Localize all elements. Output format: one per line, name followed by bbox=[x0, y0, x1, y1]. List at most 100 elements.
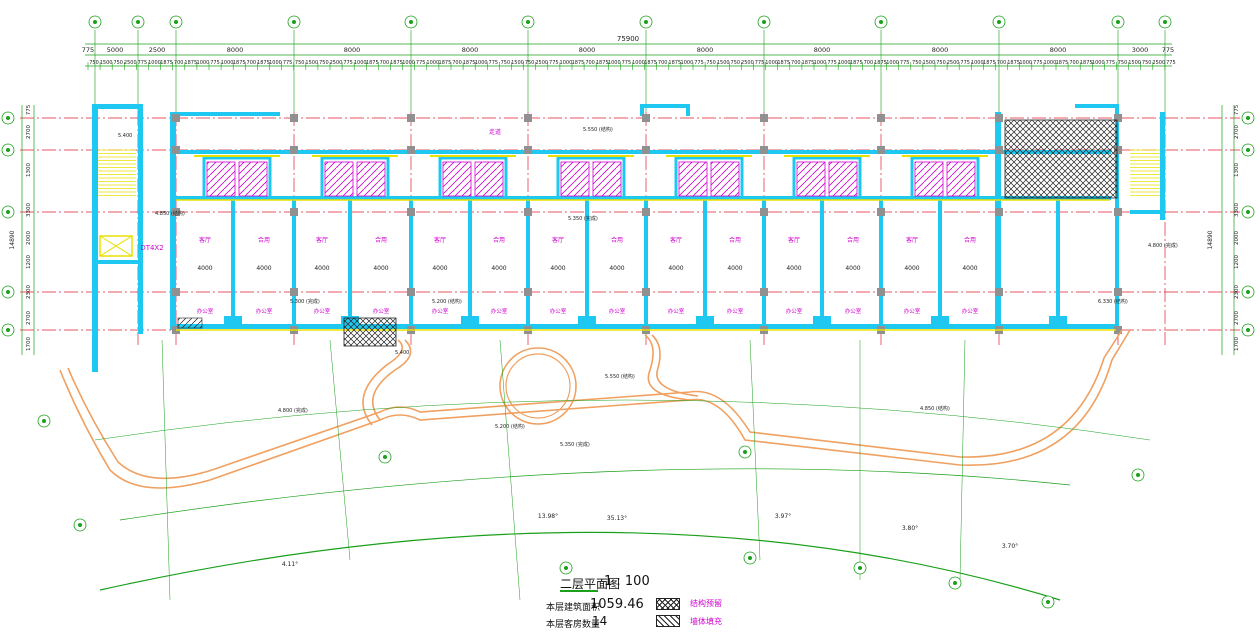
axis-bubble-dot bbox=[1246, 290, 1250, 294]
dim-sub: 700 bbox=[174, 60, 184, 66]
axis-bubble-dot bbox=[526, 20, 530, 24]
wall-top-notch bbox=[640, 104, 690, 108]
dim-sub: 750 bbox=[501, 60, 511, 66]
dim-sub: 750 bbox=[1118, 60, 1128, 66]
dim-segment: 8000 bbox=[227, 46, 244, 54]
hatch-swatch-diagonal bbox=[656, 615, 680, 627]
structural-column bbox=[995, 288, 1003, 296]
dim-sub: 700 bbox=[997, 60, 1007, 66]
wall-stair-mid bbox=[92, 260, 142, 264]
dim-side-value: 1200 bbox=[1234, 255, 1240, 269]
axis-bubble-dot bbox=[1163, 20, 1167, 24]
level-mark: 5.200 (结构) bbox=[432, 298, 462, 305]
level-mark: 5.350 (完成) bbox=[560, 441, 590, 448]
dim-side-value: 1700 bbox=[26, 337, 32, 351]
level-mark: 6.330 (结构) bbox=[1098, 298, 1128, 305]
arc-dim-label: 35.13° bbox=[607, 515, 627, 522]
dim-side-value: 2300 bbox=[26, 285, 32, 299]
dim-side-value: 3300 bbox=[1234, 203, 1240, 217]
curved-walkway bbox=[59, 329, 1131, 489]
bathroom-pod bbox=[194, 155, 280, 200]
dim-sub: 700 bbox=[247, 60, 257, 66]
pod-bath-left bbox=[914, 161, 944, 197]
dim-segment: 8000 bbox=[344, 46, 361, 54]
room-label: 合用 bbox=[611, 236, 623, 244]
dim-sub: 1000 bbox=[632, 60, 645, 66]
wall-partition bbox=[997, 196, 1001, 326]
dim-sub: 750 bbox=[319, 60, 329, 66]
room-width: 4000 bbox=[962, 265, 977, 272]
wall-stub bbox=[813, 316, 831, 328]
dim-sub: 775 bbox=[622, 60, 632, 66]
structural-column bbox=[760, 288, 768, 296]
annotations: DT4X2客厅4000办公室合用4000办公室客厅4000办公室合用4000办公… bbox=[118, 126, 1178, 448]
room-label: 合用 bbox=[493, 236, 505, 244]
structural-column bbox=[1114, 326, 1122, 334]
structural-column bbox=[172, 288, 180, 296]
dim-sub: 1875 bbox=[233, 60, 246, 66]
dim-segment: 775 bbox=[1162, 46, 1174, 54]
dim-sub: 700 bbox=[380, 60, 390, 66]
dim-sub: 1875 bbox=[1056, 60, 1069, 66]
dim-sub: 750 bbox=[295, 60, 305, 66]
wall-stub bbox=[931, 316, 949, 328]
dim-sub: 775 bbox=[1106, 60, 1116, 66]
bathroom-pod bbox=[902, 155, 988, 200]
pod-frame bbox=[556, 156, 626, 200]
structural-column bbox=[290, 146, 298, 154]
dim-sub: 1875 bbox=[777, 60, 790, 66]
dim-sub: 1875 bbox=[668, 60, 681, 66]
radial-leader bbox=[749, 339, 761, 561]
pod-bath-left bbox=[206, 161, 236, 197]
structural-column bbox=[877, 114, 885, 122]
walkway-edge bbox=[362, 339, 404, 426]
level-mark: 4.800 (完成) bbox=[278, 407, 308, 414]
room-label: 客厅 bbox=[670, 236, 682, 244]
wall-right-stair bbox=[1160, 112, 1165, 220]
arc-dimensions: 13.98°35.13°3.97°3.80°3.70°4.11° bbox=[37, 339, 1151, 609]
dim-sub: 1875 bbox=[1007, 60, 1020, 66]
units-label: 本层客房数量 bbox=[546, 620, 601, 630]
dim-sub: 1000 bbox=[1044, 60, 1057, 66]
wall-east-end bbox=[1115, 104, 1119, 334]
level-mark: 5.200 (结构) bbox=[495, 423, 525, 430]
wall-top-a bbox=[170, 112, 280, 116]
dim-sub: 1000 bbox=[269, 60, 282, 66]
wall-stub bbox=[461, 316, 479, 328]
wall-stub bbox=[1049, 316, 1067, 328]
structural-column bbox=[172, 208, 180, 216]
dim-side-value: 2700 bbox=[1234, 125, 1240, 139]
dim-sub: 1000 bbox=[560, 60, 573, 66]
axis-bubble-dot bbox=[564, 566, 568, 570]
dim-sub: 1000 bbox=[1019, 60, 1032, 66]
plan-title: 二层平面图 bbox=[560, 577, 621, 591]
wall-stub bbox=[578, 316, 596, 328]
room-width: 4000 bbox=[550, 265, 565, 272]
wall-partition bbox=[231, 196, 235, 326]
axis-bubble-dot bbox=[748, 556, 752, 560]
corridor-label: 走道 bbox=[489, 128, 501, 136]
pod-frame bbox=[910, 156, 980, 200]
structural-column bbox=[760, 114, 768, 122]
dim-sub: 750 bbox=[706, 60, 716, 66]
dim-segment: 3000 bbox=[1132, 46, 1149, 54]
dim-sub: 700 bbox=[1069, 60, 1079, 66]
dim-side-value: 775 bbox=[1234, 104, 1240, 115]
area-label: 本层建筑面积 bbox=[546, 603, 601, 613]
elevator-cross bbox=[99, 235, 133, 257]
dim-segment: 8000 bbox=[579, 46, 596, 54]
dim-sub: 775 bbox=[416, 60, 426, 66]
dim-side-value: 3300 bbox=[26, 203, 32, 217]
dim-sub: 2500 bbox=[124, 60, 137, 66]
structural-column bbox=[407, 146, 415, 154]
wall-partition bbox=[409, 196, 413, 326]
structural-column bbox=[524, 208, 532, 216]
wall-partition bbox=[585, 196, 589, 326]
dim-segment: 8000 bbox=[697, 46, 714, 54]
pod-bath-right bbox=[356, 161, 386, 197]
structural-column bbox=[877, 208, 885, 216]
bathroom-pod bbox=[784, 155, 870, 200]
dim-sub: 750 bbox=[731, 60, 741, 66]
balcony-label: 办公室 bbox=[491, 307, 508, 315]
structural-column bbox=[1114, 146, 1122, 154]
